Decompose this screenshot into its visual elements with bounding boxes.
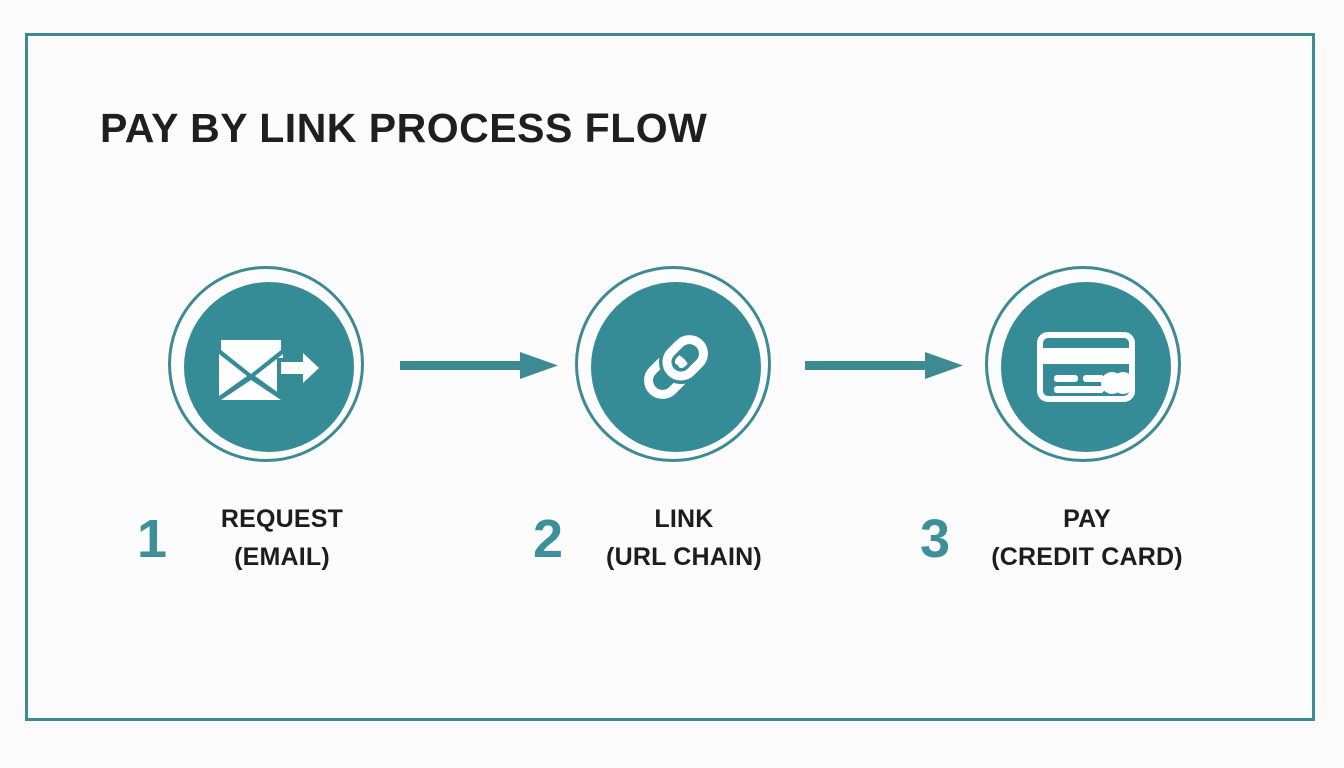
chain-link-icon	[633, 324, 719, 410]
envelope-send-icon	[217, 332, 321, 402]
step-2-node	[575, 266, 775, 466]
step-3-node	[985, 266, 1185, 466]
credit-card-icon	[1036, 331, 1136, 403]
step-3-ring	[985, 266, 1181, 462]
step-3-label-line1: PAY	[1063, 505, 1111, 533]
step-1-ring	[168, 266, 364, 462]
arrow-right-1	[400, 352, 560, 380]
step-1-number: 1	[137, 509, 168, 569]
step-3-icon-disc	[1001, 282, 1171, 452]
step-2-label-line1: LINK	[654, 505, 714, 533]
arrow-right-2	[805, 352, 965, 380]
step-2-number: 2	[533, 509, 564, 569]
step-2-label-line2: (URL CHAIN)	[606, 543, 762, 571]
step-1-label: REQUEST (EMAIL)	[117, 500, 447, 576]
step-3-label-line2: (CREDIT CARD)	[991, 543, 1183, 571]
step-1-label-line2: (EMAIL)	[234, 543, 330, 571]
step-2-ring	[575, 266, 771, 462]
step-2-label: LINK (URL CHAIN)	[519, 500, 849, 576]
step-1-icon-disc	[184, 282, 354, 452]
step-1-node	[168, 266, 368, 466]
step-2-icon-disc	[591, 282, 761, 452]
step-1-label-line1: REQUEST	[220, 505, 344, 533]
page-title: PAY BY LINK PROCESS FLOW	[100, 105, 708, 151]
step-3-label: PAY (CREDIT CARD)	[922, 500, 1252, 576]
step-3-number: 3	[920, 509, 951, 569]
